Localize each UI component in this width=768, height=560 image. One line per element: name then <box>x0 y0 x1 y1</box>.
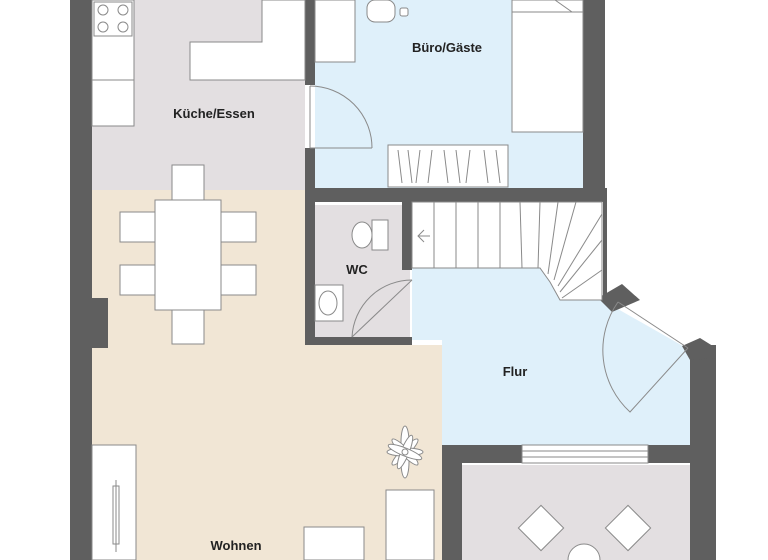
plant-icon <box>386 425 424 479</box>
window-hall <box>521 444 649 464</box>
terrace-floor <box>462 465 690 560</box>
door-office <box>309 85 373 149</box>
walls <box>70 0 716 560</box>
staircase <box>411 201 603 301</box>
room-label-hall: Flur <box>503 364 528 379</box>
living-furniture <box>91 444 435 560</box>
room-label-wc: WC <box>346 262 368 277</box>
shelf-hatch <box>397 149 501 184</box>
cooktop <box>93 1 133 37</box>
room-label-living: Wohnen <box>210 538 261 553</box>
door-wc <box>351 279 413 338</box>
room-label-kitchen: Küche/Essen <box>173 106 255 121</box>
wc-fixtures <box>314 219 389 322</box>
dining-set <box>119 164 257 345</box>
door-entrance <box>602 301 689 413</box>
terrace-furniture <box>517 504 652 560</box>
room-label-office: Büro/Gäste <box>412 40 482 55</box>
